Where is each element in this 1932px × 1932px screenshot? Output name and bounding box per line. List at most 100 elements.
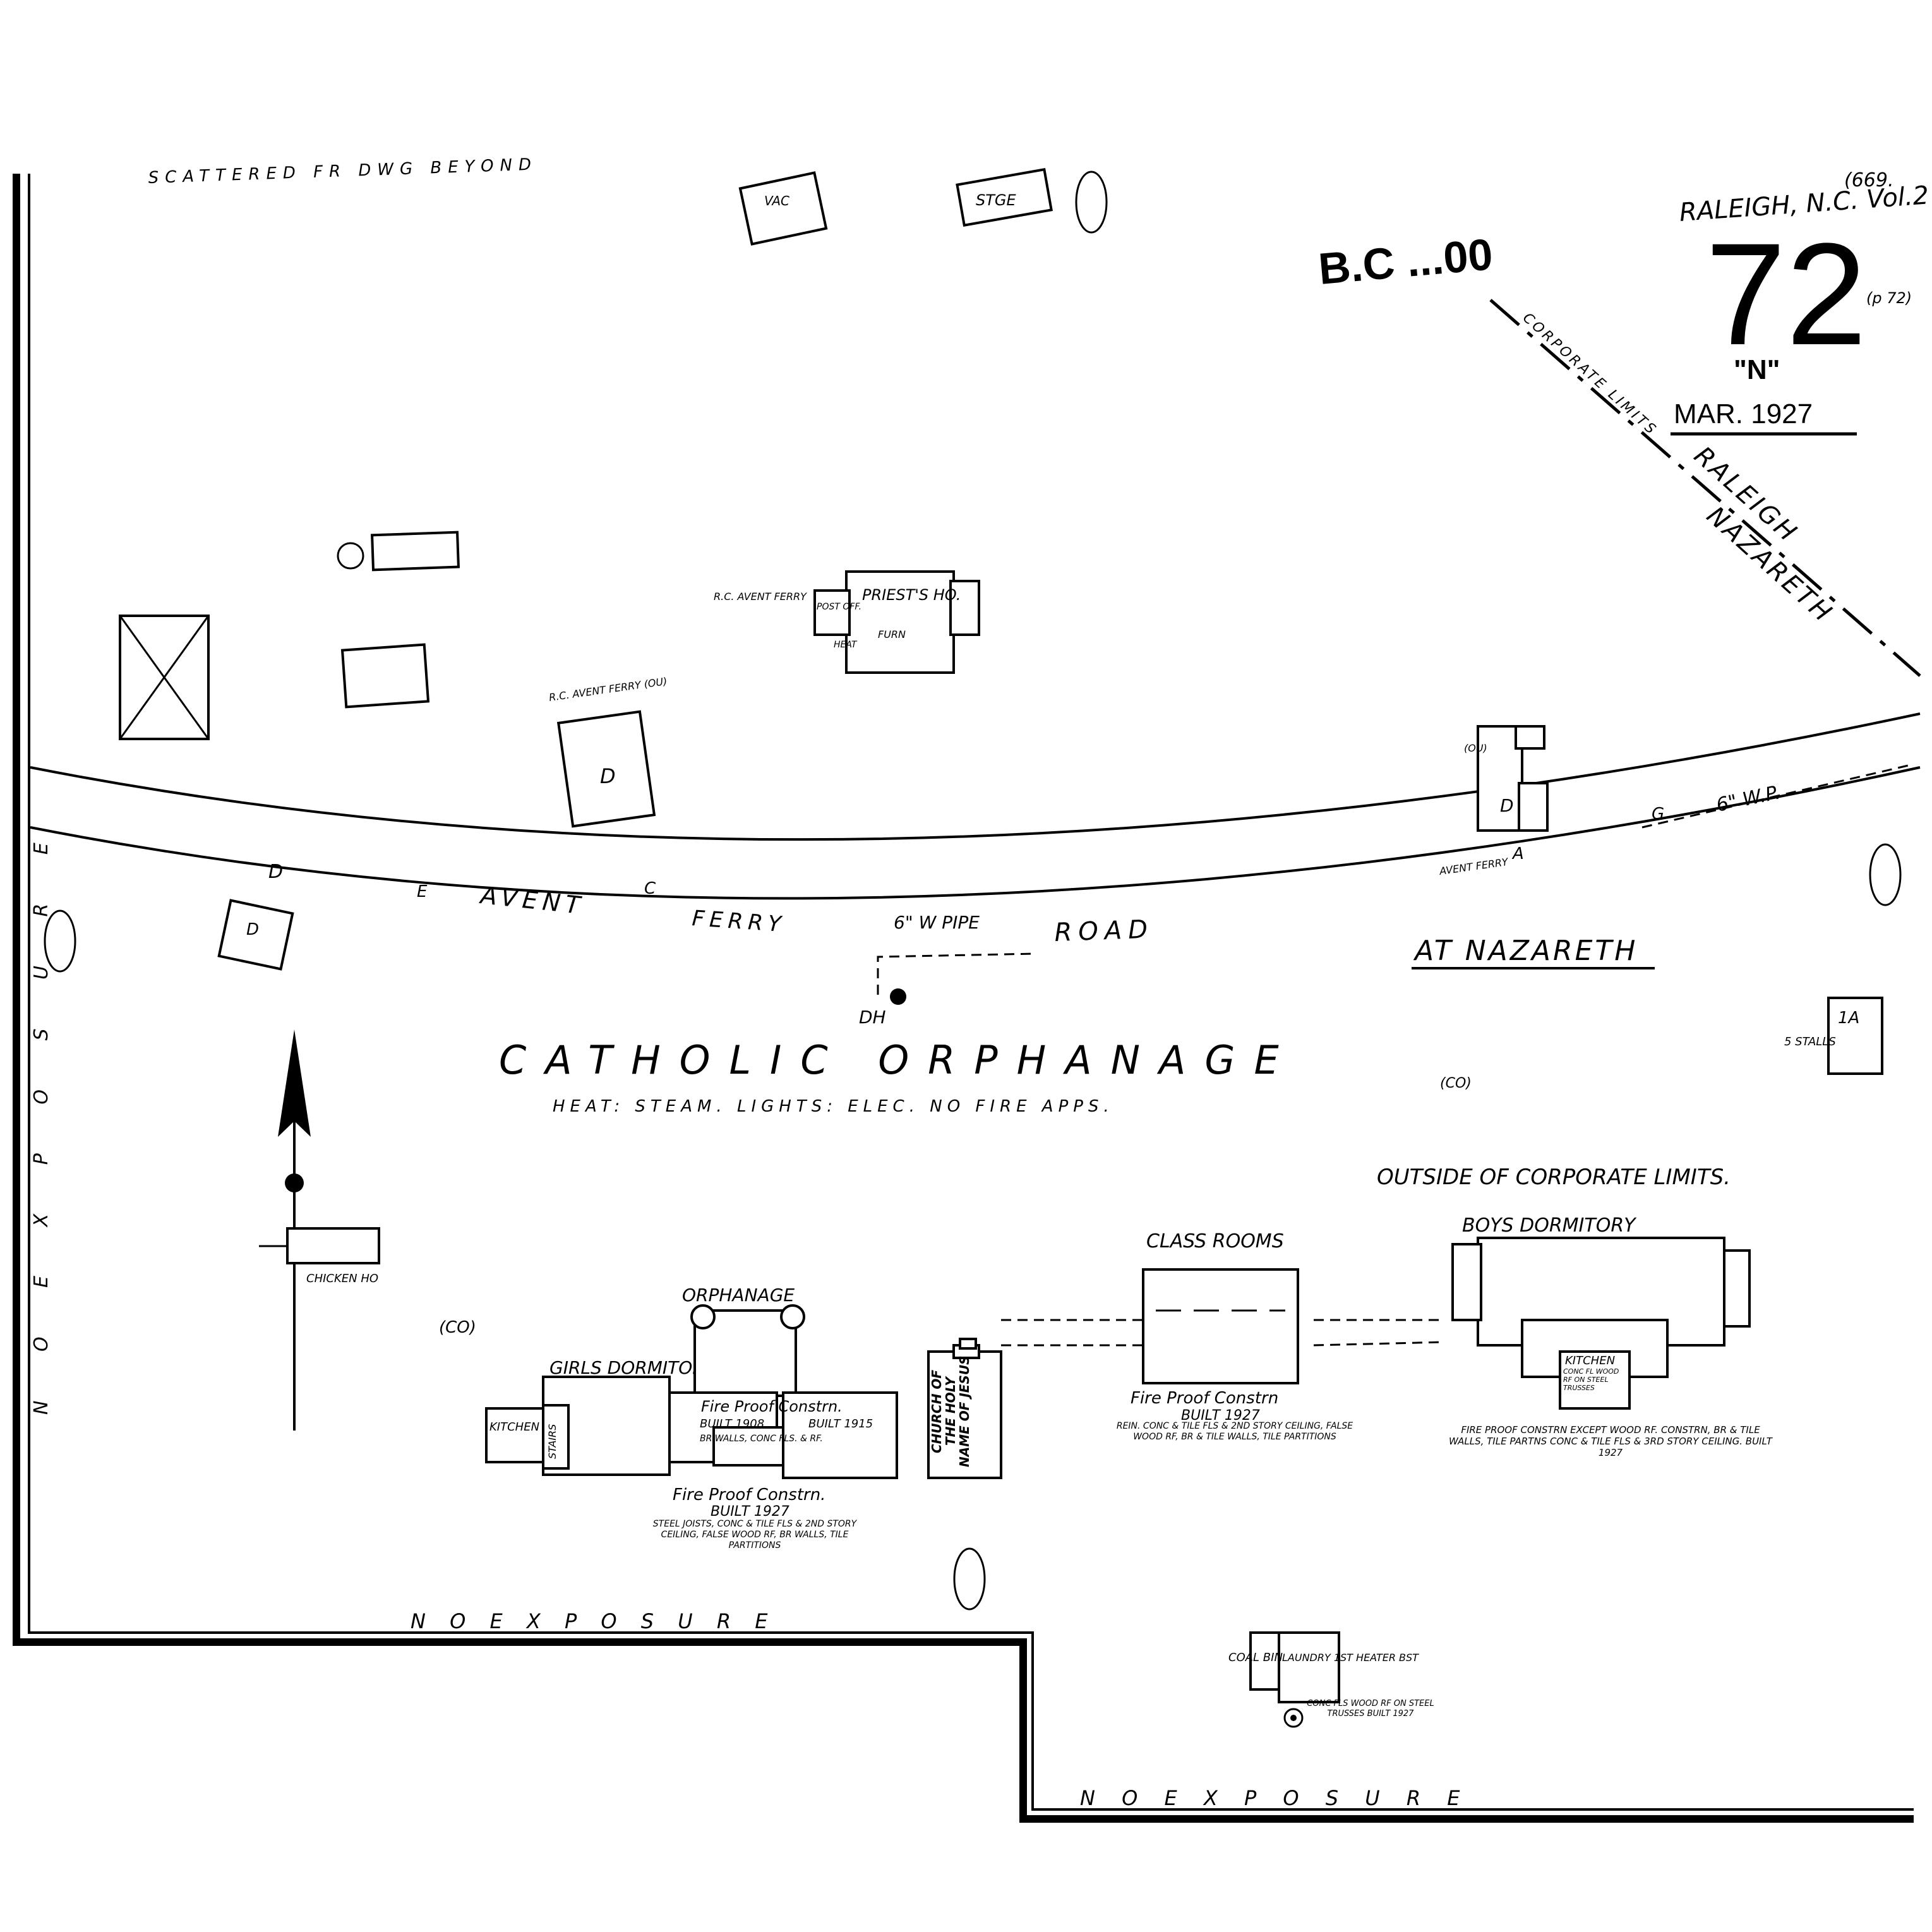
- avent-ferry-small-label: AVENT FERRY: [1438, 856, 1509, 877]
- corporate-limit-line: [1489, 299, 1921, 677]
- connecting-passage-church-class: [1001, 1319, 1143, 1347]
- stge-building: STGE: [956, 168, 1053, 227]
- sheet-marker-right: [1869, 843, 1902, 906]
- outside-limits-label: OUTSIDE OF CORPORATE LIMITS.: [1377, 1165, 1731, 1190]
- girls-note: STEEL JOISTS, CONC & TILE FLS & 2ND STOR…: [652, 1519, 857, 1551]
- street-letter-e: E: [417, 882, 428, 901]
- class-rooms-label: CLASS ROOMS: [1146, 1230, 1284, 1252]
- dwelling-right: D: [1477, 725, 1549, 832]
- street-letter-d: D: [268, 861, 283, 883]
- hydrant-marker: [890, 988, 906, 1005]
- place-subtitle: HEAT: STEAM. LIGHTS: ELEC. NO FIRE APPS.: [553, 1097, 1114, 1116]
- svg-text:FURN: FURN: [878, 628, 906, 640]
- top-stamp: B.C ...00: [1317, 229, 1495, 294]
- girls-dormitory: KITCHEN STAIRS: [485, 1376, 671, 1476]
- class-built-label: BUILT 1927: [1181, 1408, 1260, 1424]
- boys-dormitory-building: KITCHEN: [1451, 1237, 1751, 1410]
- top-note: SCATTERED FR DWG BEYOND: [148, 155, 537, 187]
- at-nazareth-label: AT NAZARETH: [1413, 935, 1638, 967]
- svg-text:D: D: [246, 920, 259, 939]
- svg-text:LAUNDRY 1ST HEATER BST: LAUNDRY 1ST HEATER BST: [1282, 1652, 1419, 1664]
- outbuilding-2: [340, 643, 430, 709]
- class-note-box: REIN. CONC & TILE FLS & 2ND STORY CEILIN…: [1116, 1421, 1353, 1442]
- page-number: 72: [1705, 213, 1867, 375]
- ou-label-right: (OU): [1464, 742, 1487, 754]
- svg-text:CHICKEN HO: CHICKEN HO: [306, 1272, 378, 1285]
- girls-note-box: STEEL JOISTS, CONC & TILE FLS & 2ND STOR…: [652, 1519, 857, 1551]
- co-label: (CO): [1440, 1076, 1472, 1091]
- class-note: REIN. CONC & TILE FLS & 2ND STORY CEILIN…: [1116, 1421, 1353, 1442]
- rc-ou-label: R.C. AVENT FERRY (OU): [548, 675, 668, 704]
- chicken-house: CHICKEN HO: [259, 1227, 380, 1285]
- street-letter-g: G: [1652, 805, 1664, 824]
- water-pipe-right-line: [1641, 763, 1914, 829]
- boys-note: FIRE PROOF CONSTRN EXCEPT WOOD RF. CONST…: [1449, 1424, 1772, 1458]
- avent-ferry-road: [30, 712, 1921, 900]
- girls-built-label: BUILT 1927: [711, 1504, 789, 1520]
- boys-kitchen-note-box: CONC FL WOOD RF ON STEEL TRUSSES: [1563, 1367, 1619, 1392]
- svg-text:POST OFF.: POST OFF.: [817, 602, 861, 612]
- svg-text:VAC: VAC: [764, 193, 789, 208]
- exposure-bottom-right: N O E X P O S U R E: [1080, 1786, 1470, 1810]
- ruined-building: [119, 615, 210, 740]
- connecting-passage-class-boys: [1313, 1319, 1444, 1347]
- girls-fire-proof-label: Fire Proof Constrn.: [673, 1485, 825, 1504]
- svg-text:PRIEST'S HO.: PRIEST'S HO.: [862, 586, 961, 604]
- road-word-avent: AVENT: [477, 881, 586, 920]
- rc-avent-ferry-label: R.C. AVENT FERRY: [714, 591, 807, 603]
- map-date: MAR. 1927: [1674, 399, 1813, 429]
- church-building: CHURCH OF THE HOLY NAME OF JESUS: [927, 1338, 1002, 1479]
- sheet-marker-left: [44, 909, 76, 973]
- priests-house: PRIEST'S HO. POST OFF. HEAT FURN: [813, 570, 980, 674]
- boys-note-box: FIRE PROOF CONSTRN EXCEPT WOOD RF. CONST…: [1449, 1424, 1772, 1458]
- svg-text:STGE: STGE: [976, 191, 1016, 209]
- svg-text:1A: 1A: [1838, 1009, 1859, 1028]
- north-label: "N": [1734, 354, 1780, 385]
- laundry-note-box: CONC FLS WOOD RF ON STEEL TRUSSES BUILT …: [1307, 1699, 1434, 1719]
- dwelling-left: D: [217, 899, 294, 971]
- svg-text:COAL BIN: COAL BIN: [1228, 1651, 1283, 1664]
- water-pipe-line: [877, 952, 1036, 995]
- orphanage-built-1915: BUILT 1915: [808, 1417, 873, 1431]
- north-arrow: [278, 1029, 311, 1431]
- stable: 1A 5 STALLS: [1784, 997, 1883, 1075]
- place-title: CATHOLIC ORPHANAGE: [499, 1037, 1298, 1083]
- orphanage-building: [668, 1304, 898, 1479]
- orphanage-built-1908: BUILT 1908: [700, 1417, 764, 1431]
- class-rooms-building: [1142, 1268, 1299, 1384]
- svg-text:STAIRS: STAIRS: [546, 1424, 558, 1459]
- water-pipe-label: 6" W PIPE: [894, 912, 980, 933]
- street-letter-c: C: [644, 879, 656, 898]
- church-label: CHURCH OF THE HOLY NAME OF JESUS: [930, 1355, 972, 1468]
- co-left-label: (CO): [439, 1318, 476, 1337]
- boys-kitchen-note: CONC FL WOOD RF ON STEEL TRUSSES: [1563, 1367, 1619, 1392]
- silo-marker: [337, 542, 364, 570]
- sheet-marker-top: [1075, 171, 1108, 234]
- exposure-left-side: N O E X P O S U R E: [30, 821, 52, 1415]
- outbuilding-1: [371, 531, 460, 572]
- street-letter-a: A: [1511, 844, 1524, 863]
- page-ref: (p 72): [1866, 289, 1912, 307]
- hydrant-label: DH: [859, 1007, 886, 1028]
- orphanage-label: ORPHANAGE: [682, 1285, 795, 1305]
- svg-text:KITCHEN: KITCHEN: [1565, 1354, 1615, 1367]
- water-pipe-right-label: 6" W.P.: [1714, 781, 1782, 817]
- boys-dormitory-label: BOYS DORMITORY: [1462, 1215, 1637, 1237]
- volume-ref: (669.: [1844, 169, 1894, 191]
- svg-text:5 STALLS: 5 STALLS: [1784, 1035, 1836, 1048]
- dwelling-ou: D: [556, 710, 656, 828]
- svg-text:HEAT: HEAT: [834, 640, 858, 650]
- svg-text:D: D: [1500, 795, 1514, 816]
- svg-text:D: D: [600, 764, 616, 788]
- exposure-bottom-left: N O E X P O S U R E: [411, 1609, 776, 1633]
- laundry-note: CONC FLS WOOD RF ON STEEL TRUSSES BUILT …: [1307, 1699, 1434, 1719]
- map-border: [13, 174, 1914, 1823]
- class-fire-proof-label: Fire Proof Constrn: [1131, 1389, 1278, 1408]
- laundry-building: COAL BIN LAUNDRY 1ST HEATER BST: [1228, 1631, 1419, 1728]
- road-word-road: ROAD: [1054, 915, 1155, 947]
- corporate-limits-label: CORPORATE LIMITS: [1520, 310, 1660, 439]
- road-word-ferry: FERRY: [691, 906, 786, 937]
- vac-building: VAC: [738, 171, 828, 246]
- svg-text:KITCHEN: KITCHEN: [489, 1420, 539, 1434]
